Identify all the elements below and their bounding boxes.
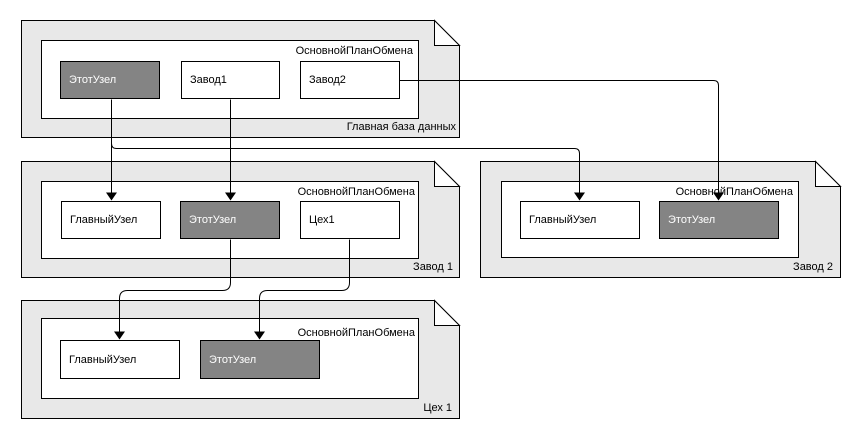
folded-corner-icon <box>434 19 461 46</box>
exchange-plan-label: ОсновнойПланОбмена <box>297 186 415 198</box>
node-box-zavod1-ceh1: Цех1 <box>300 201 400 239</box>
node-box-zavod2-this-node: ЭтотУзел <box>659 201 779 239</box>
exchange-plan-label: ОсновнойПланОбмена <box>295 45 413 57</box>
node-box-main-this-node: ЭтотУзел <box>60 61 160 99</box>
node-box-zavod2-main-node: ГлавныйУзел <box>520 201 640 239</box>
document-title-main-db: Главная база данных <box>346 121 456 133</box>
node-box-main-zavod2: Завод2 <box>300 61 400 99</box>
node-box-zavod1-this-node: ЭтотУзел <box>180 201 280 239</box>
folded-corner-icon <box>434 160 461 187</box>
folded-corner-icon <box>815 160 842 187</box>
exchange-plan-label: ОсновнойПланОбмена <box>297 327 415 339</box>
folded-corner-icon <box>434 299 461 326</box>
node-box-ceh1-this-node: ЭтотУзел <box>200 340 320 379</box>
node-box-ceh1-main-node: ГлавныйУзел <box>60 340 180 379</box>
document-title-zavod1: Завод 1 <box>413 261 453 273</box>
node-box-main-zavod1: Завод1 <box>181 61 280 99</box>
document-title-ceh1: Цех 1 <box>423 402 452 414</box>
node-box-zavod1-main-node: ГлавныйУзел <box>61 201 161 239</box>
document-title-zavod2: Завод 2 <box>793 261 833 273</box>
exchange-plan-label: ОсновнойПланОбмена <box>675 186 793 198</box>
